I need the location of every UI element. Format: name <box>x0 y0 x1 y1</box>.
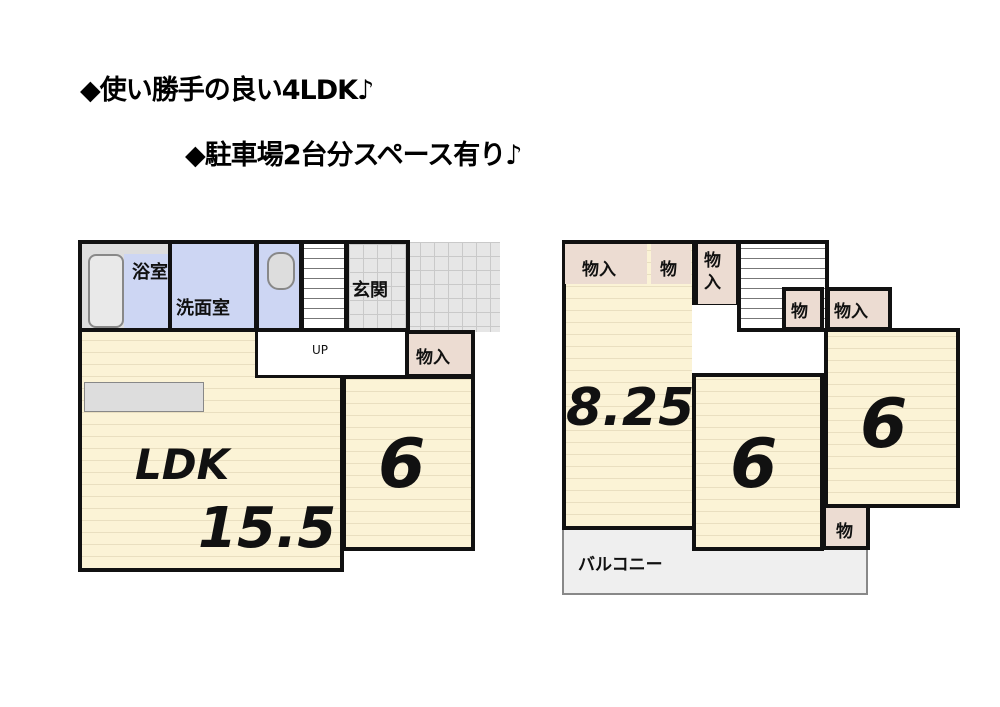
closet-2f-d <box>782 287 824 331</box>
porch <box>406 242 500 332</box>
label-closet-e: 物入 <box>834 302 868 322</box>
label-room-6-1f: 6 <box>378 425 426 504</box>
staircase <box>300 240 348 332</box>
room-8-25 <box>562 240 696 530</box>
hallway <box>255 328 408 378</box>
label-balcony: バルコニー <box>578 555 663 575</box>
label-closet-a: 物入 <box>582 260 616 280</box>
label-room-6-middle: 6 <box>730 425 778 504</box>
label-closet-1f: 物入 <box>416 348 450 368</box>
room-toilet <box>255 240 303 332</box>
label-washroom: 洗面室 <box>176 298 230 319</box>
room-entrance <box>345 240 410 332</box>
room-6-2f-middle <box>692 373 824 551</box>
label-closet-b: 物 <box>660 260 677 280</box>
room-6-1f <box>342 375 475 551</box>
closet-2f-f <box>822 504 870 550</box>
headline-parking: ◆駐車場2台分スペース有り♪ <box>185 140 523 171</box>
room-washroom <box>168 240 258 332</box>
label-closet-d: 物 <box>791 302 808 322</box>
label-closet-c: 物入 <box>704 251 721 293</box>
headline-layout: ◆使い勝手の良い4LDK♪ <box>80 75 374 106</box>
label-closet-f: 物 <box>836 522 853 542</box>
room-6-2f-right <box>824 328 960 508</box>
label-room-6-right: 6 <box>860 385 908 464</box>
bath-floor <box>124 254 168 328</box>
label-entrance: 玄関 <box>352 280 388 301</box>
room-bath <box>78 240 172 332</box>
closet-2f-c <box>694 240 740 308</box>
label-ldk: LDK <box>135 440 230 489</box>
toilet-icon <box>267 252 295 290</box>
closet-2f-b <box>651 244 691 284</box>
label-room-8-25: 8.25 <box>566 378 695 438</box>
label-ldk-size: 15.5 <box>198 496 337 561</box>
closet-2f-a <box>565 244 647 284</box>
kitchen-counter <box>84 382 204 412</box>
label-up: UP <box>312 343 329 357</box>
label-bath: 浴室 <box>132 262 168 283</box>
bathtub-icon <box>88 254 124 328</box>
